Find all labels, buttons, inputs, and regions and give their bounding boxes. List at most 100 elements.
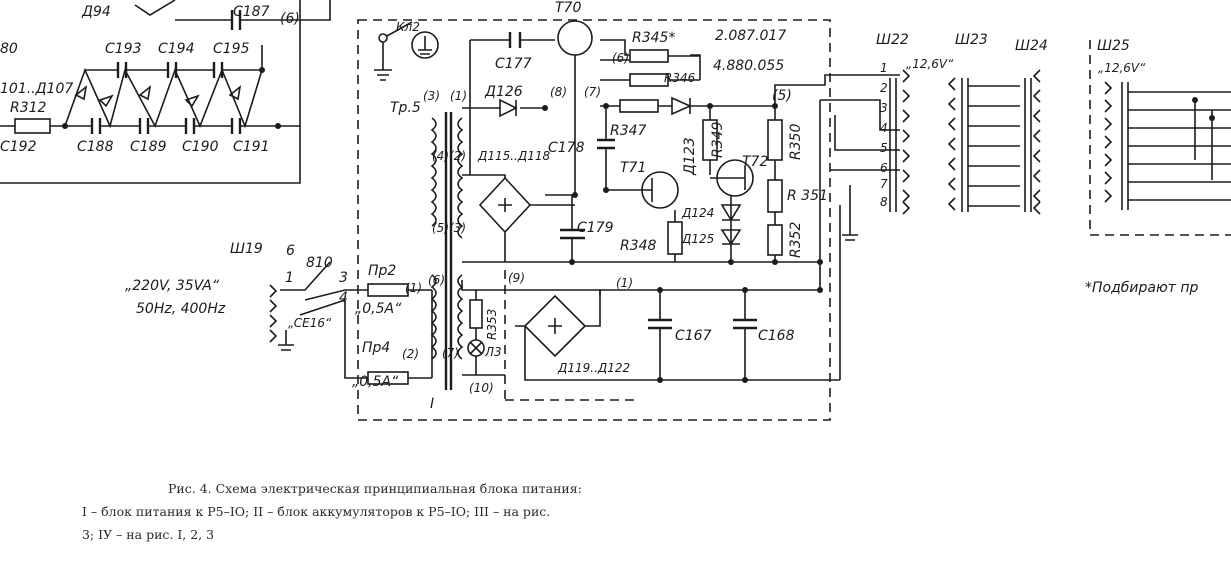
label-note: *Подбирают пр (1085, 280, 1199, 296)
label-r353: R353 (485, 309, 499, 340)
label-r350: R350 (788, 123, 804, 160)
label-sh22: Ш22 (876, 32, 909, 48)
label-r347: R347 (610, 123, 647, 139)
caption-line-3: 3; IУ – на рис. I, 2, 3 (82, 527, 215, 542)
label-6b: (6) (280, 11, 300, 27)
label-r345: R345* (632, 30, 675, 46)
label-r346: R346 (664, 71, 696, 85)
label-code1: 2.087.017 (715, 28, 786, 44)
label-d126: Д126 (484, 84, 523, 100)
pin-3: 3 (880, 101, 888, 115)
label-p8: (8) (550, 85, 567, 99)
connector-sh25 (1089, 40, 1231, 236)
label-c179: C179 (577, 220, 614, 236)
label-p9: (9) (508, 271, 525, 285)
label-r349: R349 (710, 121, 726, 158)
label-c187: C187 (233, 4, 270, 20)
pin-2: 2 (880, 81, 888, 95)
label-p10: (10) (469, 381, 494, 395)
caption-line-1: Рис. 4. Схема электрическая принципиальн… (168, 481, 582, 496)
secondary-rectifier (461, 205, 841, 383)
label-p2: (2) (402, 347, 419, 361)
label-l3: Л3 (484, 345, 502, 359)
left-multiplier-fragment: Д94 C187 (6) 80 C193 C194 C195 101..Д107… (0, 0, 331, 184)
label-ce16: „CE16“ (288, 316, 332, 330)
label-c194: C194 (158, 41, 195, 57)
label-d101: 101..Д107 (0, 81, 73, 97)
pin-4: 4 (880, 121, 888, 135)
pin-5: 5 (880, 141, 888, 155)
label-v126a: „12,6V“ (906, 57, 954, 71)
label-80: 80 (0, 41, 18, 57)
label-sh24: Ш24 (1015, 38, 1048, 54)
label-d94: Д94 (81, 4, 111, 20)
label-r351: R 351 (787, 188, 828, 204)
label-sh25: Ш25 (1097, 38, 1130, 54)
label-p7b: (7) (442, 346, 459, 360)
label-tp5: Tp.5 (390, 100, 421, 116)
label-c168: C168 (758, 328, 795, 344)
transformer-tp5 (430, 112, 464, 390)
mains-input (269, 21, 439, 385)
label-kl2: Кл2 (396, 20, 420, 34)
label-r352: R352 (788, 221, 804, 258)
label-t70: T70 (555, 0, 581, 16)
pin-6: 6 (880, 161, 888, 175)
label-c178: C178 (548, 140, 585, 156)
label-p1c: (1) (616, 276, 633, 290)
label-p6b: (6) (428, 273, 445, 287)
label-pr4: Пр4 (362, 340, 390, 356)
label-v126b: „12,6V“ (1098, 61, 1146, 75)
pin-7: 7 (880, 177, 888, 191)
regulator-circuit (462, 20, 900, 265)
label-c192: C192 (0, 139, 37, 155)
connectors-sh22-sh24 (889, 69, 1041, 215)
label-c189: C189 (130, 139, 167, 155)
label-amp1: „0,5A“ (355, 301, 402, 317)
figure-caption: Рис. 4. Схема электрическая принципиальн… (82, 477, 782, 546)
label-hz: 50Hz, 400Hz (136, 301, 226, 317)
label-sh23: Ш23 (955, 32, 988, 48)
label-c193: C193 (105, 41, 142, 57)
label-d124: Д124 (681, 206, 714, 220)
label-c188: C188 (77, 139, 114, 155)
label-p7: (7) (584, 85, 601, 99)
label-v220: „220V, 35VA“ (125, 278, 220, 294)
label-sh19: Ш19 (230, 241, 263, 257)
label-d119: Д119..Д122 (557, 361, 630, 375)
label-t72: T72 (742, 154, 768, 170)
label-d125: Д125 (681, 232, 714, 246)
label-c195: C195 (213, 41, 250, 57)
label-p4x2: (4)(2) (432, 149, 466, 163)
label-pr2: Пр2 (368, 263, 396, 279)
label-r312: R312 (10, 100, 47, 116)
label-n810: 810 (306, 255, 333, 271)
label-p1b: (1) (405, 281, 422, 295)
label-r348: R348 (620, 238, 657, 254)
label-p5: (5) (772, 88, 792, 104)
caption-line-2: I – блок питания к P5–IO; II – блок акку… (82, 504, 551, 519)
label-n3: 3 (339, 270, 348, 286)
label-code2: 4.880.055 (713, 58, 784, 74)
schematic-labels: Кл2 T70 R345* 2.087.017 4.880.055 C177 (… (125, 0, 1199, 412)
label-p3: (3) (423, 89, 440, 103)
label-c167: C167 (675, 328, 712, 344)
label-p1a: (1) (450, 89, 467, 103)
label-roman1: I (430, 396, 434, 412)
label-n6: 6 (286, 243, 295, 259)
label-n1: 1 (285, 270, 294, 286)
label-amp2: „0,5A“ (352, 374, 399, 390)
label-c190: C190 (182, 139, 219, 155)
label-p5x3: (5)(3) (432, 221, 466, 235)
pin-1: 1 (880, 61, 888, 75)
label-t71: T71 (620, 160, 646, 176)
label-c177: C177 (495, 56, 532, 72)
label-d123: Д123 (682, 137, 698, 176)
power-block-enclosure (357, 19, 831, 421)
label-p6: (6) (612, 51, 629, 65)
pin-8: 8 (880, 195, 888, 209)
label-d115: Д115..Д118 (477, 149, 551, 163)
label-c191: C191 (233, 139, 270, 155)
label-n4: 4 (339, 290, 348, 306)
